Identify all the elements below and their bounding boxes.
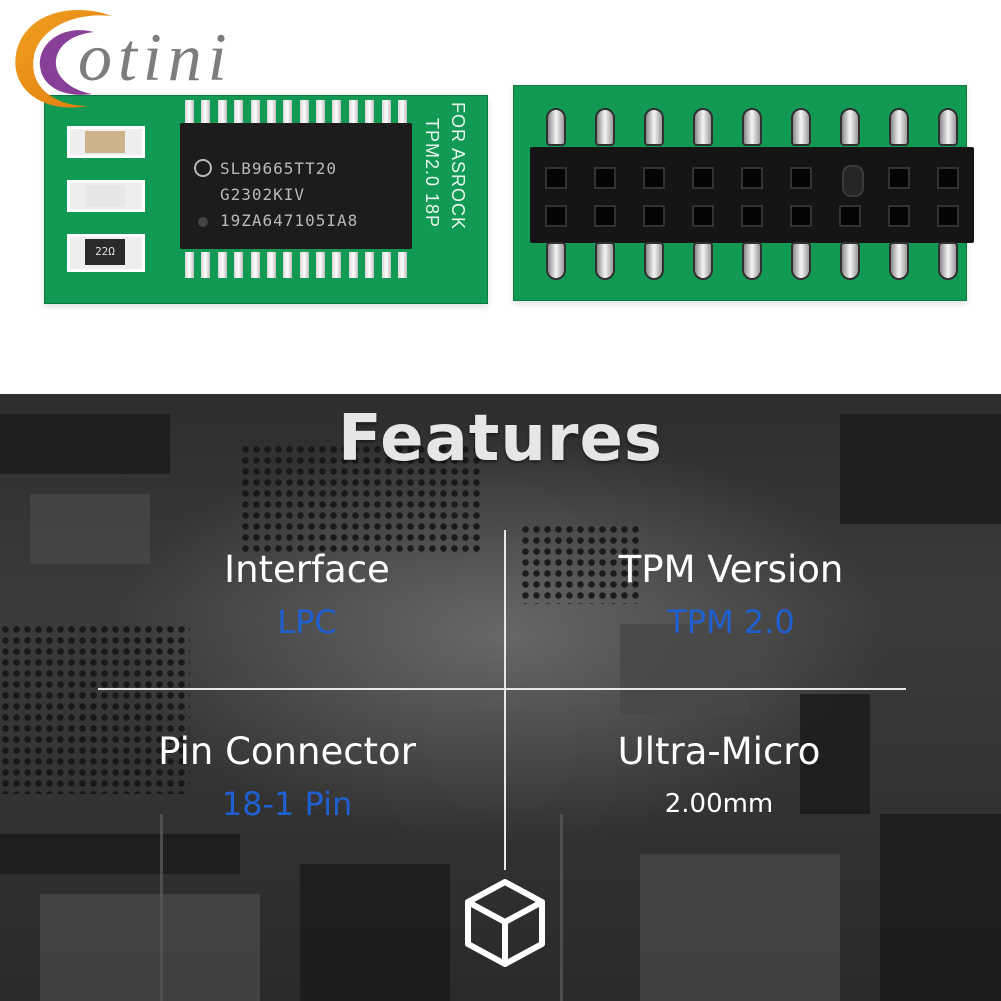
chip-marking-line: SLB9665TT20 [220,159,337,178]
grid-divider-vertical [504,530,506,870]
header-socket [937,205,959,227]
resistor-label: 22Ω [85,239,125,265]
features-banner: Features Interface LPC TPM Version TPM 2… [0,394,1001,1001]
background-decor [840,414,1001,524]
header-pin [693,242,713,280]
feature-ultra-micro: Ultra-Micro 2.00mm [504,730,934,824]
header-socket [545,205,567,227]
pin1-dot [198,217,208,227]
header-socket [692,205,714,227]
header-key-blocked-pin [842,165,864,197]
feature-pin-connector: Pin Connector 18-1 Pin [72,730,502,824]
header-socket [594,205,616,227]
manufacturer-logo-icon [194,159,212,177]
feature-interface: Interface LPC [92,548,522,642]
product-photo: 22Ω SLB9665TT20 G2302KIV 19ZA647105IA8 F… [0,0,1001,394]
header-socket [937,167,959,189]
grid-divider-horizontal [98,688,906,690]
header-socket [692,167,714,189]
feature-label: Ultra-Micro [617,730,821,773]
header-pin [791,242,811,280]
header-socket [643,205,665,227]
feature-label: Pin Connector [158,730,416,773]
chip-marking-line: 19ZA647105IA8 [220,211,359,230]
feature-value: 2.00mm [664,789,774,819]
header-pin [546,242,566,280]
header-pin [938,108,958,146]
feature-value: 18-1 Pin [221,785,353,823]
header-pin [889,242,909,280]
brand-logo-swirl-icon [15,10,113,108]
feature-label: Interface [224,548,390,591]
feature-value: LPC [277,603,337,641]
background-decor [40,894,260,1001]
header-pin [595,108,615,146]
feature-value: TPM 2.0 [667,603,795,641]
tpm-module-back [513,85,974,301]
header-pin [644,242,664,280]
header-pin [693,108,713,146]
header-pin [938,242,958,280]
feature-label: TPM Version [618,548,844,591]
header-socket [888,167,910,189]
header-socket [839,205,861,227]
features-title: Features [338,402,663,476]
background-decor [160,814,163,1001]
feature-tpm-version: TPM Version TPM 2.0 [516,548,946,642]
background-decor [0,414,170,474]
capacitor [85,131,125,153]
cube-outline-icon [465,879,545,967]
header-pin [742,242,762,280]
header-pin [742,108,762,146]
silkscreen-line-2: TPM2.0 18P [422,118,442,229]
tpm-chip: SLB9665TT20 G2302KIV 19ZA647105IA8 [180,123,412,249]
background-decor [300,864,450,1001]
header-pin [791,108,811,146]
background-decor [800,694,870,814]
brand-logo: otini [4,2,274,120]
header-pin [595,242,615,280]
capacitor [85,185,125,207]
header-socket [643,167,665,189]
background-decor [880,814,1001,1001]
chip-pins-top [185,100,407,126]
pin-header [530,147,974,243]
tpm-module-front: 22Ω SLB9665TT20 G2302KIV 19ZA647105IA8 F… [44,95,488,304]
header-pin [889,108,909,146]
header-socket [741,205,763,227]
header-socket [594,167,616,189]
header-socket [790,167,812,189]
header-pin [546,108,566,146]
header-pin [644,108,664,146]
chip-marking-line: G2302KIV [220,185,306,204]
background-decor [620,624,750,714]
header-socket [545,167,567,189]
background-decor [520,524,640,604]
background-decor [30,494,150,564]
background-decor [240,444,480,554]
background-decor [0,624,190,794]
background-decor [640,854,840,1001]
header-socket [741,167,763,189]
background-decor [0,834,240,874]
chip-pins-bottom [185,252,407,278]
background-decor [560,814,563,1001]
header-pin [840,108,860,146]
header-socket [790,205,812,227]
silkscreen-line-1: FOR ASROCK [448,102,468,231]
brand-logo-text: otini [78,19,233,95]
header-pin [840,242,860,280]
header-socket [888,205,910,227]
